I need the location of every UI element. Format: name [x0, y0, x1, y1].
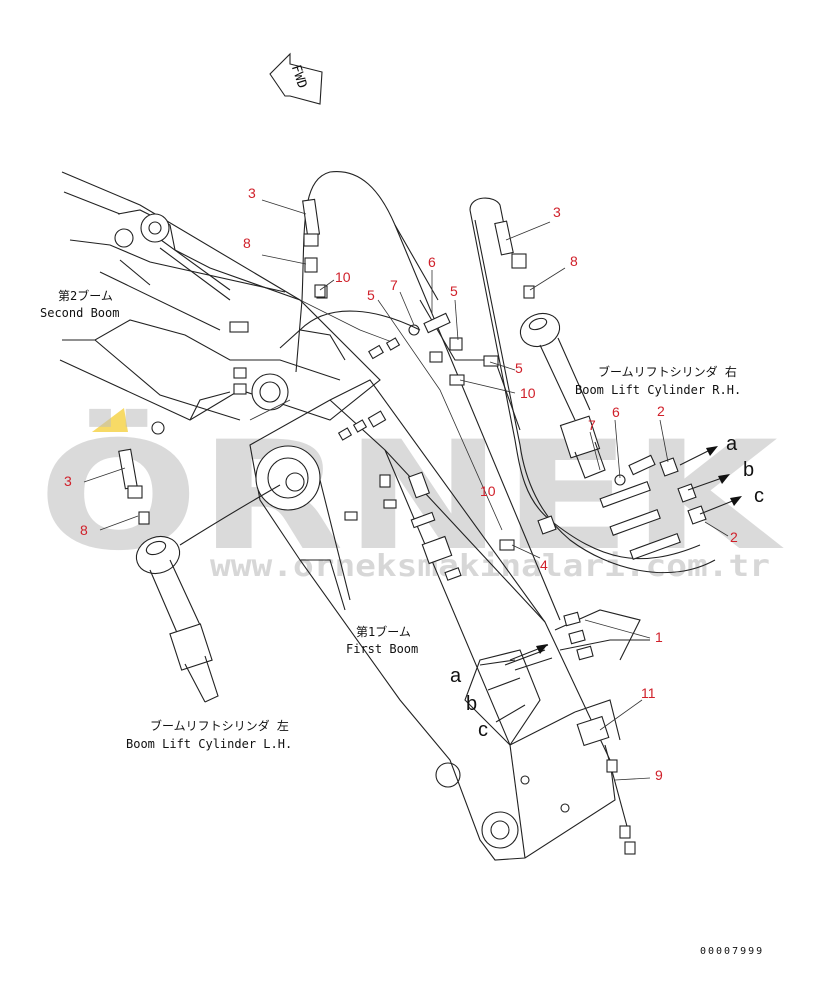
callout-5-mid: 5: [450, 283, 458, 299]
cylinder-rh-label-jp: ブームリフトシリンダ 右: [598, 364, 737, 379]
port-letter-b-boom: b: [466, 693, 477, 715]
watermark-url: www.orneksmakinalari.com.tr: [210, 549, 770, 584]
callout-5-right: 5: [515, 360, 523, 376]
callout-3-top: 3: [248, 185, 256, 201]
boom-lift-cylinder-rh: [519, 312, 606, 479]
first-boom-label-jp: 第1ブーム: [356, 624, 411, 639]
callout-8-top: 8: [243, 235, 251, 251]
callout-5-left: 5: [367, 287, 375, 303]
callout-9: 9: [655, 767, 663, 783]
fwd-arrow-icon: FWD: [269, 52, 323, 105]
callout-4: 4: [540, 557, 548, 573]
first-boom: [249, 379, 621, 861]
callout-8-left: 8: [80, 522, 88, 538]
fittings: [118, 198, 707, 855]
cylinder-lh-label-jp: ブームリフトシリンダ 左: [150, 718, 289, 733]
port-letter-a-right: a: [726, 433, 738, 455]
port-arrows: [479, 446, 742, 723]
port-letter-a-boom: a: [450, 665, 462, 687]
callout-10-upper: 10: [335, 269, 351, 285]
callout-1: 1: [655, 629, 663, 645]
callout-11: 11: [641, 685, 656, 701]
callout-2-top: 2: [657, 403, 665, 419]
port-letter-c-right: c: [754, 485, 764, 507]
port-letter-b-right: b: [743, 459, 754, 481]
callout-3-right: 3: [553, 204, 561, 220]
fwd-label: FWD: [288, 63, 310, 90]
boom-lift-cylinder-lh: [135, 484, 281, 703]
callout-10-lower: 10: [480, 483, 496, 499]
port-letter-c-boom: c: [478, 719, 488, 741]
callout-3-left: 3: [64, 473, 72, 489]
cylinder-rh-label-en: Boom Lift Cylinder R.H.: [575, 383, 741, 397]
callout-7-upper: 7: [390, 277, 398, 293]
component-labels: 第2ブーム Second Boom 第1ブーム First Boom ブームリフ…: [40, 288, 741, 751]
callout-7-right: 7: [588, 417, 596, 433]
cylinder-lh-label-en: Boom Lift Cylinder L.H.: [126, 737, 292, 751]
second-boom-label-en: Second Boom: [40, 306, 119, 320]
callout-numbers: 3 8 10 5 7 6 5 5 10 3 8 7 6 2 2 10 4 1 1…: [64, 185, 738, 783]
callout-2-bottom: 2: [730, 529, 738, 545]
watermark-accent: [92, 408, 128, 432]
port-letters: a b c a b c: [450, 433, 764, 741]
callout-10-right: 10: [520, 385, 536, 401]
second-boom-label-jp: 第2ブーム: [58, 288, 113, 303]
document-number: 00007999: [700, 946, 764, 957]
callout-8-right: 8: [570, 253, 578, 269]
second-boom: [59, 171, 421, 435]
first-boom-label-en: First Boom: [346, 642, 418, 656]
callout-6-upper: 6: [428, 254, 436, 270]
leader-lines: [83, 199, 729, 781]
callout-6-right: 6: [612, 404, 620, 420]
